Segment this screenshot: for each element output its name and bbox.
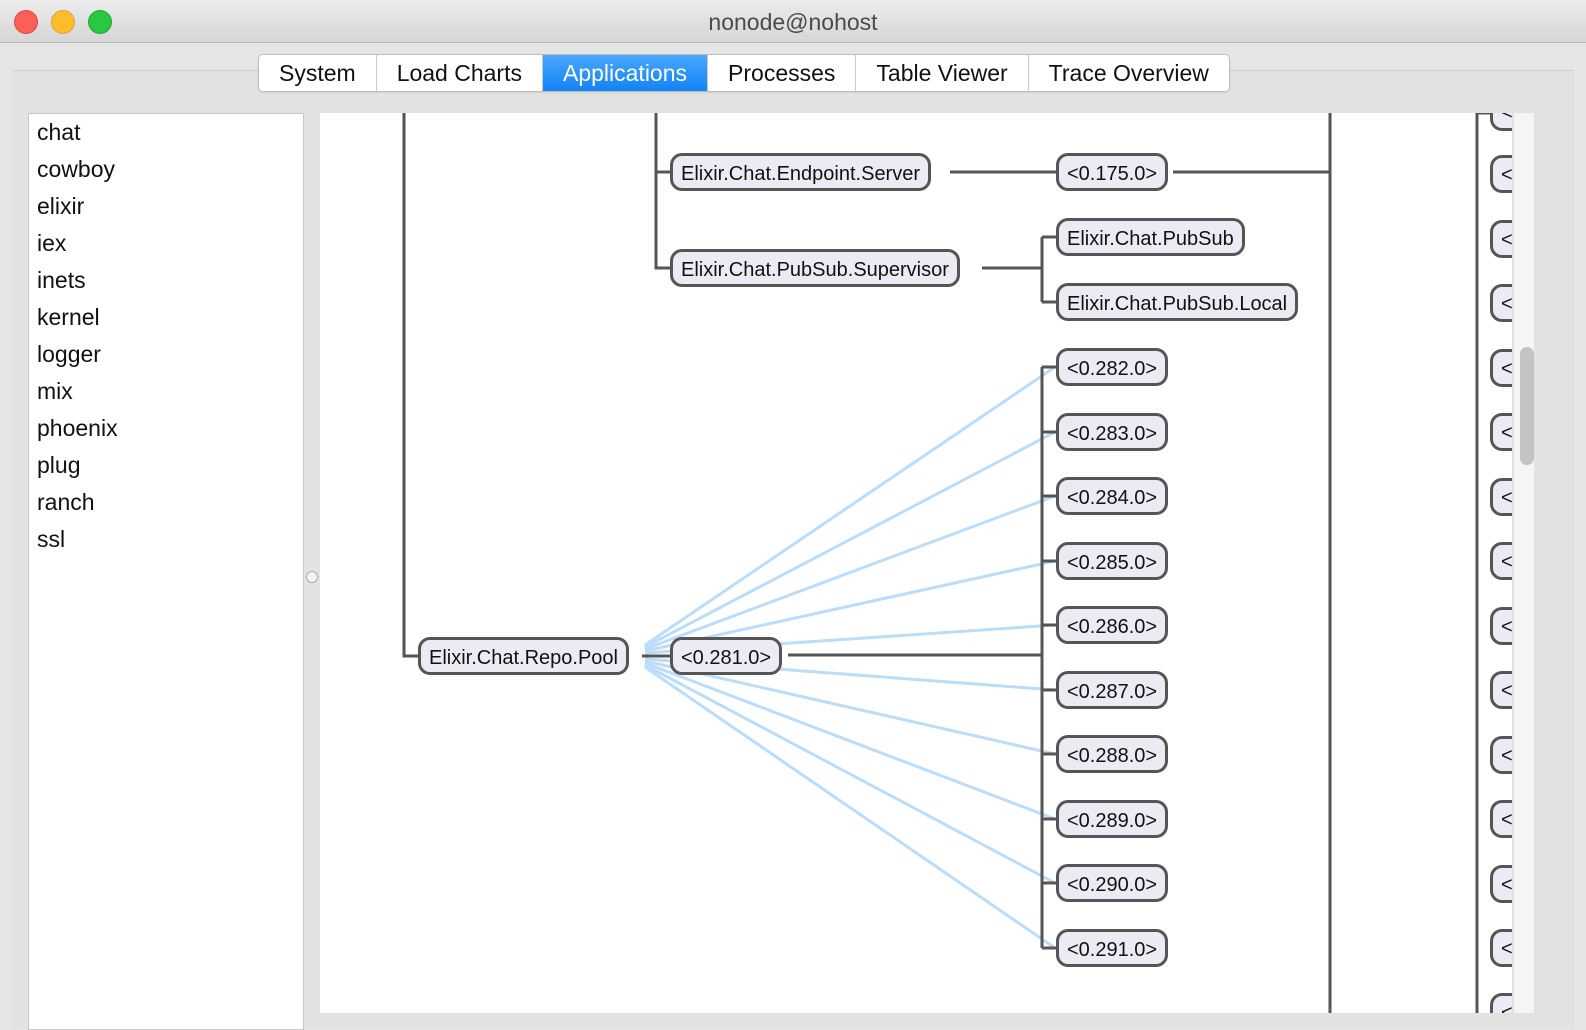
app-item-mix[interactable]: mix [37,378,73,404]
supervision-lines [402,113,1492,1013]
app-item-cowboy[interactable]: cowboy [37,156,115,182]
node-repo-pool-pid[interactable]: <0.281.0> [670,637,783,675]
app-item-inets[interactable]: inets [37,267,86,293]
close-window-button[interactable] [14,10,38,34]
tab-system[interactable]: System [259,55,377,91]
node-worker[interactable]: <0.289.0> [1056,800,1169,838]
node-pubsub-supervisor[interactable]: Elixir.Chat.PubSub.Supervisor [670,249,960,287]
tab-applications[interactable]: Applications [543,55,709,91]
app-item-ranch[interactable]: ranch [37,489,95,515]
application-list[interactable]: chat cowboy elixir iex inets kernel logg… [28,113,304,1030]
title-bar: nonode@nohost [0,0,1586,43]
node-truncated[interactable]: < [1490,413,1512,451]
tab-trace-overview[interactable]: Trace Overview [1028,55,1229,91]
node-worker[interactable]: <0.283.0> [1056,413,1169,451]
node-worker[interactable]: <0.290.0> [1056,864,1169,902]
node-worker[interactable]: <0.284.0> [1056,477,1169,515]
window-title: nonode@nohost [708,9,878,35]
app-item-plug[interactable]: plug [37,452,81,478]
app-item-phoenix[interactable]: phoenix [37,415,118,441]
node-truncated[interactable]: < [1490,671,1512,709]
tab-table-viewer[interactable]: Table Viewer [856,55,1029,91]
app-item-kernel[interactable]: kernel [37,304,100,330]
node-truncated[interactable]: < [1490,929,1512,967]
node-truncated[interactable]: < [1490,478,1512,516]
node-worker[interactable]: <0.285.0> [1056,542,1169,580]
node-truncated[interactable]: < [1490,349,1512,387]
vertical-scrollbar[interactable] [1514,113,1534,1013]
minimize-window-button[interactable] [51,10,75,34]
node-repo-pool[interactable]: Elixir.Chat.Repo.Pool [418,637,629,675]
tab-processes[interactable]: Processes [708,55,857,91]
node-worker[interactable]: <0.286.0> [1056,606,1169,644]
node-truncated[interactable]: < [1490,607,1512,645]
node-truncated[interactable]: < [1490,736,1512,774]
node-truncated[interactable]: < [1490,284,1512,322]
node-worker[interactable]: <0.282.0> [1056,348,1169,386]
node-endpoint-server[interactable]: Elixir.Chat.Endpoint.Server [670,153,932,191]
app-item-chat[interactable]: chat [37,119,81,145]
process-tree-canvas[interactable]: Elixir.Chat.Endpoint.Server <0.175.0> El… [320,113,1512,1013]
node-truncated[interactable]: < [1490,113,1512,131]
node-pubsub-local[interactable]: Elixir.Chat.PubSub.Local [1056,283,1299,321]
app-item-logger[interactable]: logger [37,341,101,367]
node-endpoint-pid[interactable]: <0.175.0> [1056,153,1169,191]
vertical-scroll-thumb[interactable] [1520,347,1534,465]
zoom-window-button[interactable] [88,10,112,34]
tab-load-charts[interactable]: Load Charts [376,55,543,91]
tree-edges [402,113,1492,1013]
node-worker[interactable]: <0.287.0> [1056,671,1169,709]
node-worker[interactable]: <0.288.0> [1056,735,1169,773]
app-item-ssl[interactable]: ssl [37,526,66,552]
split-pane-handle[interactable] [306,571,318,583]
node-truncated[interactable]: < [1490,865,1512,903]
node-truncated[interactable]: < [1490,155,1512,193]
node-pubsub[interactable]: Elixir.Chat.PubSub [1056,218,1245,256]
app-item-elixir[interactable]: elixir [37,193,85,219]
node-truncated[interactable]: < [1490,993,1512,1013]
node-truncated[interactable]: < [1490,800,1512,838]
link-lines [644,365,1056,950]
app-item-iex[interactable]: iex [37,230,67,256]
node-worker[interactable]: <0.291.0> [1056,929,1169,967]
tab-bar: System Load Charts Applications Processe… [258,54,1230,92]
node-truncated[interactable]: < [1490,220,1512,258]
node-truncated[interactable]: < [1490,542,1512,580]
